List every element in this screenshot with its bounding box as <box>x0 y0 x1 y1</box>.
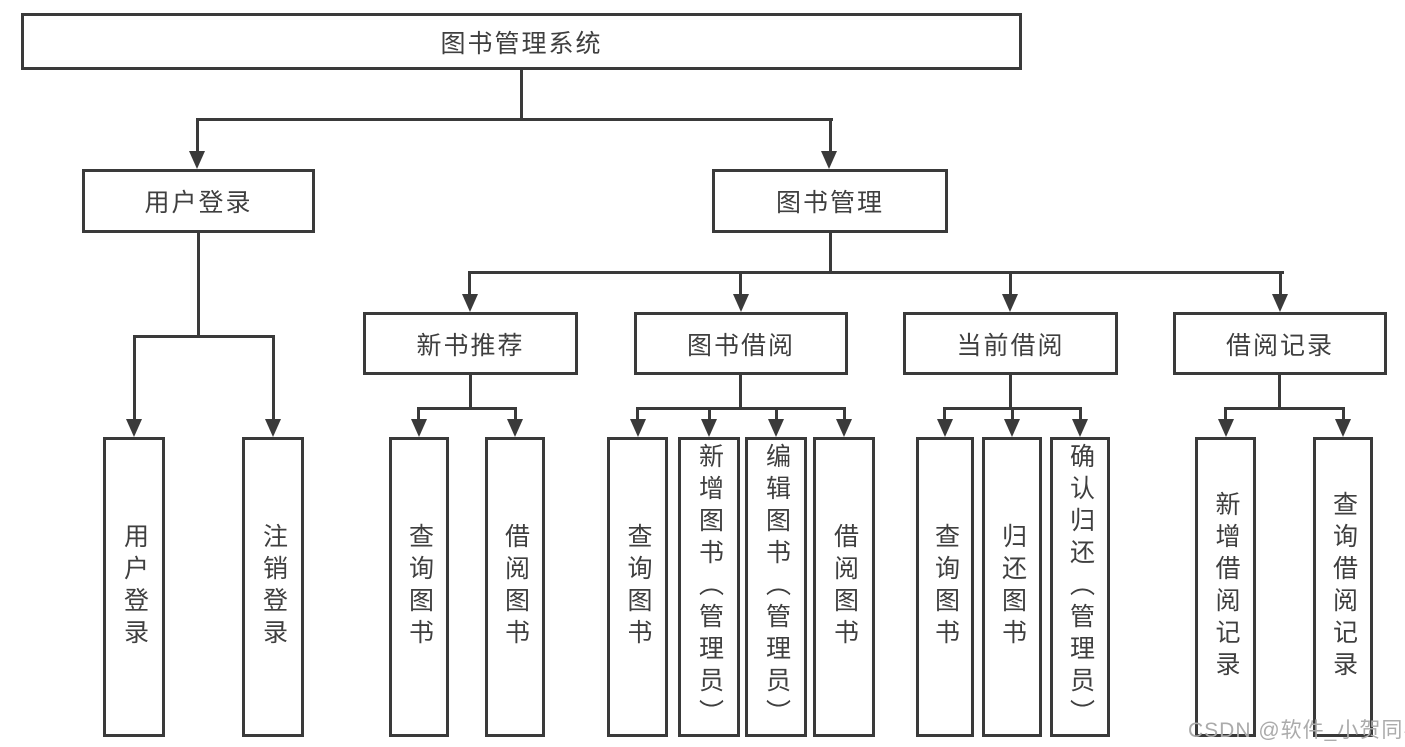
connector-line <box>196 118 199 152</box>
connector-line <box>272 335 275 421</box>
connector-line <box>1009 271 1012 296</box>
connector-line <box>943 407 946 420</box>
connector-line <box>1079 407 1082 420</box>
arrowhead-down-icon <box>1072 419 1088 437</box>
node-current-borrow: 当前借阅 <box>903 312 1118 375</box>
leaf-user-login-label: 用户登录 <box>120 523 149 651</box>
arrowhead-down-icon <box>189 151 205 169</box>
leaf-recommend-query-books-label: 查询图书 <box>405 523 434 651</box>
node-new-book-recommend: 新书推荐 <box>363 312 578 375</box>
connector-line <box>829 233 832 273</box>
leaf-query-borrow-record-label: 查询借阅记录 <box>1329 491 1358 683</box>
connector-line <box>133 335 136 421</box>
connector-line <box>197 233 200 337</box>
arrowhead-down-icon <box>1218 419 1234 437</box>
node-root-system: 图书管理系统 <box>21 13 1022 70</box>
connector-line <box>636 407 639 420</box>
leaf-user-login: 用户登录 <box>103 437 165 737</box>
node-current-borrow-label: 当前借阅 <box>956 331 1065 360</box>
leaf-query-borrow-record: 查询借阅记录 <box>1313 437 1373 737</box>
leaf-recommend-borrow-books-label: 借阅图书 <box>501 523 530 651</box>
node-user-login: 用户登录 <box>82 169 315 233</box>
leaf-add-borrow-record: 新增借阅记录 <box>1195 437 1256 737</box>
arrowhead-down-icon <box>265 419 281 437</box>
arrowhead-down-icon <box>126 419 142 437</box>
arrowhead-down-icon <box>507 419 523 437</box>
leaf-return-books-label: 归还图书 <box>998 523 1027 651</box>
connector-line <box>829 118 832 152</box>
leaf-current-query-books: 查询图书 <box>916 437 974 737</box>
node-book-borrow-label: 图书借阅 <box>686 331 795 360</box>
connector-line <box>1009 375 1012 409</box>
connector-line <box>739 271 742 296</box>
node-book-borrow: 图书借阅 <box>634 312 848 375</box>
connector-line <box>843 407 846 420</box>
connector-line <box>1342 407 1345 420</box>
leaf-return-books: 归还图书 <box>982 437 1042 737</box>
arrowhead-down-icon <box>701 419 717 437</box>
leaf-logout: 注销登录 <box>242 437 304 737</box>
arrowhead-down-icon <box>836 419 852 437</box>
leaf-edit-books-admin: 编辑图书（管理员） <box>745 437 807 737</box>
connector-line <box>417 407 420 420</box>
connector-line <box>133 335 275 338</box>
arrowhead-down-icon <box>1272 294 1288 312</box>
csdn-watermark: CSDN @软件_小贺同学 <box>1188 719 1405 742</box>
connector-line <box>1279 271 1282 296</box>
arrowhead-down-icon <box>411 419 427 437</box>
node-root-system-label: 图书管理系统 <box>440 29 603 58</box>
connector-line <box>1278 375 1281 409</box>
arrowhead-down-icon <box>630 419 646 437</box>
arrowhead-down-icon <box>821 151 837 169</box>
leaf-add-books-admin-label: 新增图书（管理员） <box>695 443 724 731</box>
connector-line <box>196 118 833 121</box>
leaf-confirm-return-admin-label: 确认归还（管理员） <box>1066 443 1095 731</box>
arrowhead-down-icon <box>1004 419 1020 437</box>
connector-line <box>468 271 1284 274</box>
leaf-edit-books-admin-label: 编辑图书（管理员） <box>762 443 791 731</box>
arrowhead-down-icon <box>1335 419 1351 437</box>
node-book-management-label: 图书管理 <box>775 189 884 217</box>
connector-line <box>469 375 472 409</box>
connector-line <box>1224 407 1345 410</box>
leaf-add-books-admin: 新增图书（管理员） <box>678 437 740 737</box>
arrowhead-down-icon <box>1002 294 1018 312</box>
leaf-add-borrow-record-label: 新增借阅记录 <box>1212 491 1240 683</box>
connector-line <box>636 407 846 410</box>
arrowhead-down-icon <box>462 294 478 312</box>
node-borrow-records: 借阅记录 <box>1173 312 1387 375</box>
node-new-book-recommend-label: 新书推荐 <box>416 331 525 360</box>
node-book-management: 图书管理 <box>712 169 948 233</box>
leaf-current-query-books-label: 查询图书 <box>931 523 960 651</box>
connector-line <box>468 271 471 296</box>
node-user-login-label: 用户登录 <box>144 189 253 217</box>
connector-line <box>417 407 517 410</box>
node-borrow-records-label: 借阅记录 <box>1225 331 1334 360</box>
leaf-borrow-query-books: 查询图书 <box>607 437 668 737</box>
connector-line <box>514 407 517 420</box>
arrowhead-down-icon <box>937 419 953 437</box>
leaf-recommend-borrow-books: 借阅图书 <box>485 437 545 737</box>
connector-line <box>520 70 523 118</box>
arrowhead-down-icon <box>768 419 784 437</box>
connector-line <box>739 375 742 409</box>
connector-line <box>1224 407 1227 420</box>
connector-line <box>708 407 711 420</box>
leaf-borrow-books: 借阅图书 <box>813 437 875 737</box>
leaf-logout-label: 注销登录 <box>259 523 288 651</box>
connector-line <box>775 407 778 420</box>
leaf-recommend-query-books: 查询图书 <box>389 437 449 737</box>
leaf-borrow-query-books-label: 查询图书 <box>624 523 652 651</box>
leaf-borrow-books-label: 借阅图书 <box>830 523 859 651</box>
leaf-confirm-return-admin: 确认归还（管理员） <box>1050 437 1110 737</box>
connector-line <box>1011 407 1014 420</box>
arrowhead-down-icon <box>733 294 749 312</box>
